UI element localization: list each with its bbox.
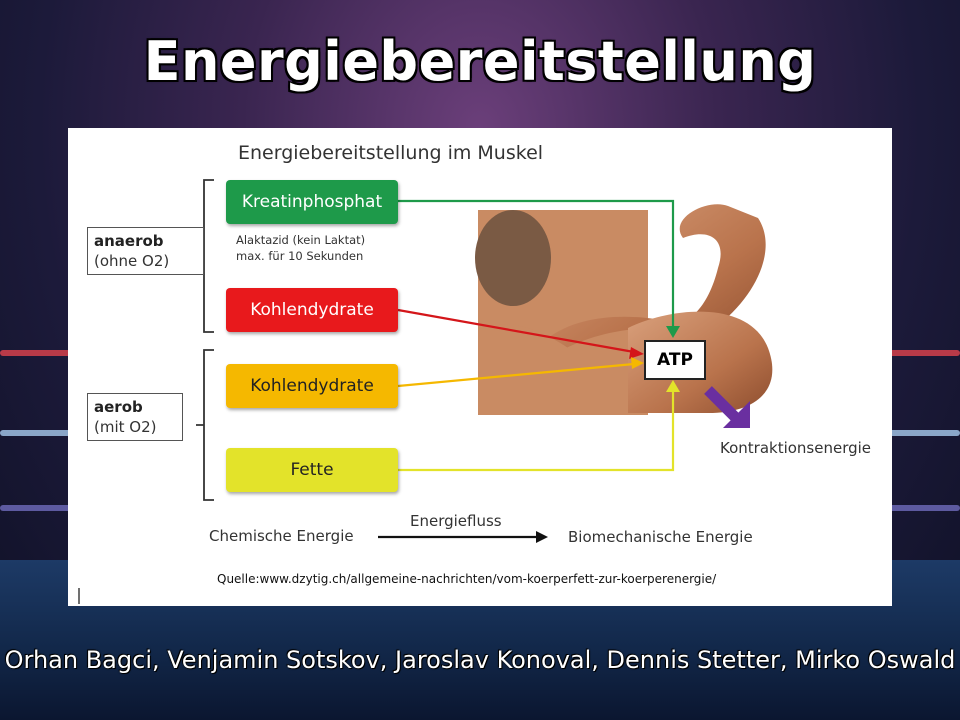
atp-box: ATP — [644, 340, 706, 380]
group-anaerob-subtitle: (ohne O2) — [94, 252, 170, 270]
arrow-energy-flow — [378, 531, 548, 543]
note-alaktazid: Alaktazid (kein Laktat) max. für 10 Seku… — [236, 232, 365, 264]
note-line-1: Alaktazid (kein Laktat) — [236, 233, 366, 247]
source-kohlendydrate-anaerob: Kohlendydrate — [226, 288, 398, 332]
note-line-2: max. für 10 Sekunden — [236, 249, 364, 263]
ring-rope — [880, 350, 960, 356]
bracket-aerob — [196, 349, 214, 501]
bicep-illustration — [475, 204, 773, 415]
flow-from-label: Chemische Energie — [209, 527, 354, 545]
arrow-kreatinphosphat — [398, 199, 675, 328]
author-credits: Orhan Bagci, Venjamin Sotskov, Jaroslav … — [4, 646, 956, 674]
group-anaerob: anaerob (ohne O2) — [87, 227, 204, 275]
group-aerob-title: aerob — [94, 398, 143, 416]
output-label: Kontraktionsenergie — [720, 439, 872, 457]
group-aerob: aerob (mit O2) — [87, 393, 183, 441]
diagram-heading: Energiebereitstellung im Muskel — [238, 142, 544, 164]
arrow-kohlendydrate-anaerob — [397, 308, 635, 354]
source-kohlendydrate-aerob: Kohlendydrate — [226, 364, 398, 408]
diagram-panel: Energiebereitstellung im Muskel — [68, 128, 892, 606]
source-fette: Fette — [226, 448, 398, 492]
ring-rope — [0, 430, 80, 436]
source-credit: Quelle:www.dzytig.ch/allgemeine-nachrich… — [217, 572, 717, 586]
arrow-fette — [398, 390, 675, 472]
source-kreatinphosphat: Kreatinphosphat — [226, 180, 398, 224]
flow-label: Energiefluss — [410, 512, 502, 530]
arrow-kohlendydrate-aerob — [397, 362, 635, 388]
flow-to-label: Biomechanische Energie — [568, 528, 753, 546]
ring-rope — [0, 505, 80, 511]
arrow-output — [704, 386, 750, 428]
diagram-graphics — [78, 179, 773, 604]
group-aerob-subtitle: (mit O2) — [94, 418, 157, 436]
ring-rope — [880, 505, 960, 511]
ring-rope — [880, 430, 960, 436]
slide-title: Energiebereitstellung — [143, 30, 817, 93]
group-anaerob-title: anaerob — [94, 232, 164, 250]
ring-rope — [0, 350, 80, 356]
